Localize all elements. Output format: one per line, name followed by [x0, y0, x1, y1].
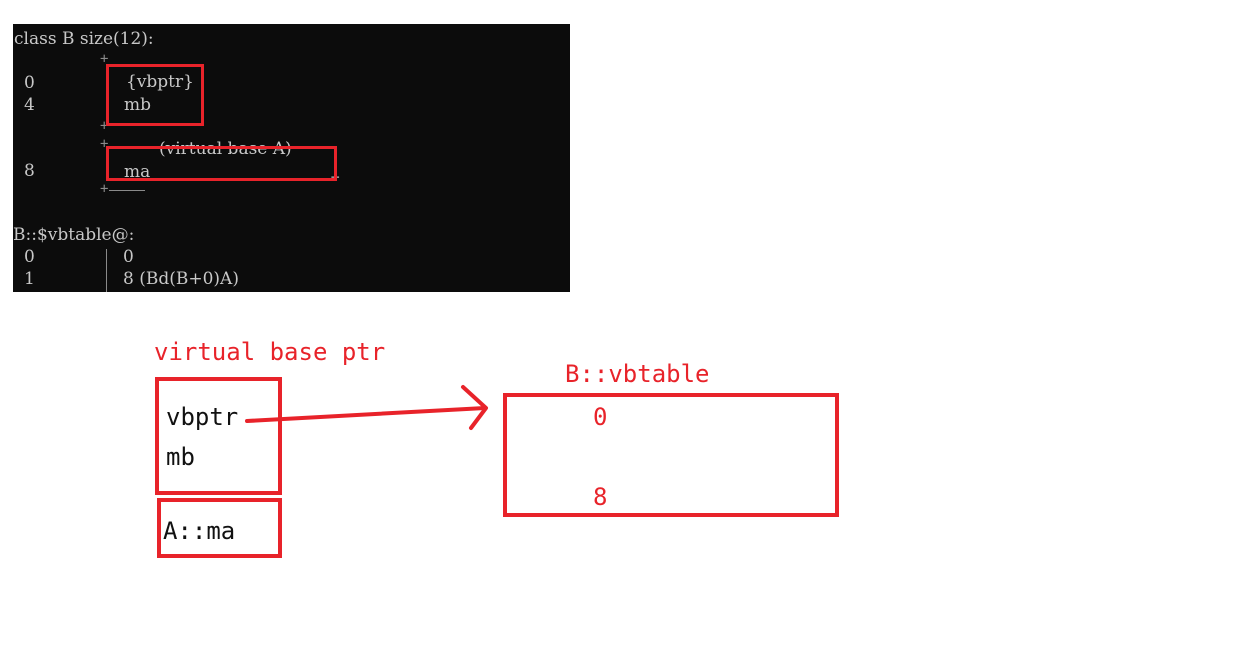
- virtual-base-highlight-box: [106, 146, 337, 181]
- vbptr-field: vbptr: [166, 403, 239, 431]
- console-screenshot: class B size(12): 0 {vbptr} 4 mb (virtua…: [13, 24, 570, 292]
- vbtable-value: 8 (Bd(B+0)A): [123, 269, 239, 289]
- object-box: [155, 377, 282, 495]
- virtual-base-label: (virtual base A): [159, 139, 292, 159]
- vbtable-header: B::$vbtable@:: [13, 225, 135, 245]
- offset-label: 4: [24, 95, 35, 115]
- base-box: [157, 498, 282, 558]
- member-label: {vbptr}: [126, 72, 194, 92]
- pointer-arrow-shaft: [245, 406, 487, 423]
- frame-corner-marker: +: [100, 136, 109, 152]
- vbtable-separator-line: [106, 249, 107, 292]
- base-field: A::ma: [163, 517, 236, 545]
- member-label: mb: [124, 95, 152, 115]
- member-label: ma: [124, 162, 151, 182]
- class-layout-header: class B size(12):: [14, 29, 154, 49]
- frame-corner-marker: +: [100, 51, 109, 67]
- vbtable-box: [503, 393, 839, 517]
- frame-dash-line: [109, 190, 145, 191]
- offset-label: 8: [24, 161, 35, 181]
- vbtable-value-0: 0: [593, 403, 608, 431]
- vbtable-value-1: 8: [593, 483, 608, 511]
- object-caption: virtual base ptr: [154, 338, 386, 366]
- vbtable-caption: B::vbtable: [565, 360, 710, 388]
- frame-corner-marker: +: [100, 118, 109, 134]
- vbtable-index: 0: [24, 247, 35, 267]
- frame-corner-marker: +: [100, 181, 109, 197]
- mb-field: mb: [166, 443, 195, 471]
- pointer-arrow-head: [461, 385, 488, 430]
- offset-label: 0: [24, 73, 35, 93]
- vbtable-value: 0: [123, 247, 134, 267]
- vbptr-highlight-box: [106, 64, 204, 126]
- vbtable-index: 1: [24, 269, 35, 289]
